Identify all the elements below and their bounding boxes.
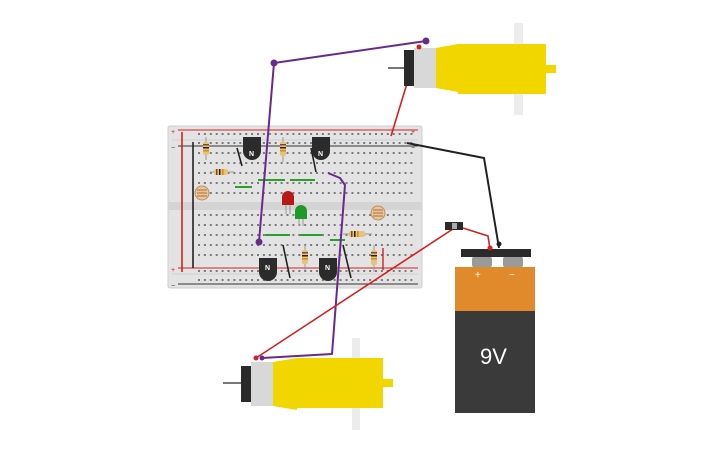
npn-transistor[interactable]: N bbox=[312, 137, 330, 160]
black-jumper-wire[interactable] bbox=[282, 244, 291, 279]
rail-plus-sign: + bbox=[171, 267, 175, 274]
slide-switch[interactable] bbox=[445, 222, 463, 230]
rail-plus-sign: + bbox=[411, 129, 415, 136]
battery-label: 9V bbox=[480, 344, 507, 369]
battery-minus-sign: − bbox=[509, 270, 515, 281]
resistor[interactable] bbox=[371, 245, 377, 272]
breadboard-holes bbox=[198, 133, 413, 281]
black-jumper-wire[interactable] bbox=[236, 147, 243, 167]
photoresistor[interactable] bbox=[194, 185, 210, 201]
rail-minus-sign: − bbox=[411, 145, 415, 152]
red-wire[interactable] bbox=[255, 224, 460, 359]
transistor-label: N bbox=[249, 151, 254, 158]
wire-endpoint[interactable] bbox=[422, 37, 430, 45]
resistor[interactable] bbox=[302, 245, 308, 270]
purple-wire[interactable] bbox=[261, 172, 346, 359]
resistor[interactable] bbox=[280, 137, 286, 162]
gear-motor-top[interactable] bbox=[388, 23, 556, 115]
wire-endpoint[interactable] bbox=[255, 238, 263, 246]
red-wire[interactable] bbox=[462, 227, 491, 250]
npn-transistor[interactable]: N bbox=[243, 137, 261, 160]
black-jumper-wire[interactable] bbox=[310, 147, 317, 173]
black-wire[interactable] bbox=[406, 142, 500, 249]
rail-minus-sign: − bbox=[171, 145, 175, 152]
green-led[interactable] bbox=[295, 205, 307, 226]
breadboard[interactable]: + − + − + − bbox=[167, 125, 423, 290]
resistor[interactable] bbox=[343, 231, 372, 237]
resistor[interactable] bbox=[210, 169, 234, 175]
photoresistor[interactable] bbox=[370, 205, 386, 221]
battery-9v[interactable]: + − 9V bbox=[455, 241, 535, 414]
npn-transistor[interactable]: N bbox=[259, 258, 277, 281]
wire-endpoint[interactable] bbox=[270, 59, 278, 67]
battery-plus-sign: + bbox=[475, 270, 481, 281]
red-led[interactable] bbox=[282, 191, 294, 214]
resistor[interactable] bbox=[203, 137, 209, 160]
transistor-label: N bbox=[325, 265, 330, 272]
rail-minus-sign: − bbox=[171, 283, 175, 290]
black-jumper-wire[interactable] bbox=[342, 244, 352, 279]
transistor-label: N bbox=[265, 265, 270, 272]
transistor-label: N bbox=[318, 151, 323, 158]
rail-plus-sign: + bbox=[171, 129, 175, 136]
npn-transistor[interactable]: N bbox=[319, 258, 337, 281]
gear-motor-bottom[interactable] bbox=[223, 338, 393, 430]
